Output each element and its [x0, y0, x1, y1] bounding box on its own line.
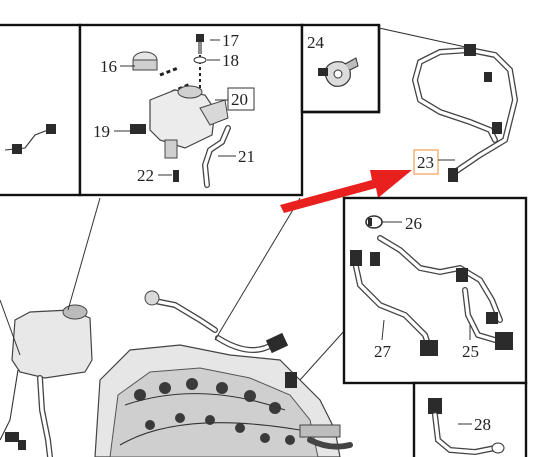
coolant-pipe-23 [411, 44, 519, 182]
callout-18: 18 [222, 51, 239, 70]
panel-left-partial [0, 23, 82, 197]
callout-27: 27 [374, 342, 392, 361]
red-arrow [280, 170, 412, 213]
hose-26-27-25 [350, 215, 513, 356]
callout-box-23-highlight [413, 149, 439, 175]
panel-hose-28 [412, 381, 528, 457]
callout-16: 16 [100, 57, 117, 76]
engine-assembly [94, 290, 353, 457]
callout-21: 21 [238, 147, 255, 166]
tank-detail [130, 34, 231, 188]
callout-23: 23 [417, 153, 434, 172]
clip-part [318, 57, 359, 87]
callout-17: 17 [222, 31, 240, 50]
callout-22: 22 [137, 166, 154, 185]
callout-25: 25 [462, 342, 479, 361]
callout-28: 28 [474, 415, 491, 434]
callout-24: 24 [307, 33, 325, 52]
callout-20: 20 [231, 90, 248, 109]
callout-26: 26 [405, 214, 422, 233]
expansion-tank [0, 304, 93, 457]
hose-28 [428, 398, 505, 456]
callout-box-20 [227, 87, 255, 111]
callout-19: 19 [93, 122, 110, 141]
small-pipe-left [4, 124, 56, 154]
